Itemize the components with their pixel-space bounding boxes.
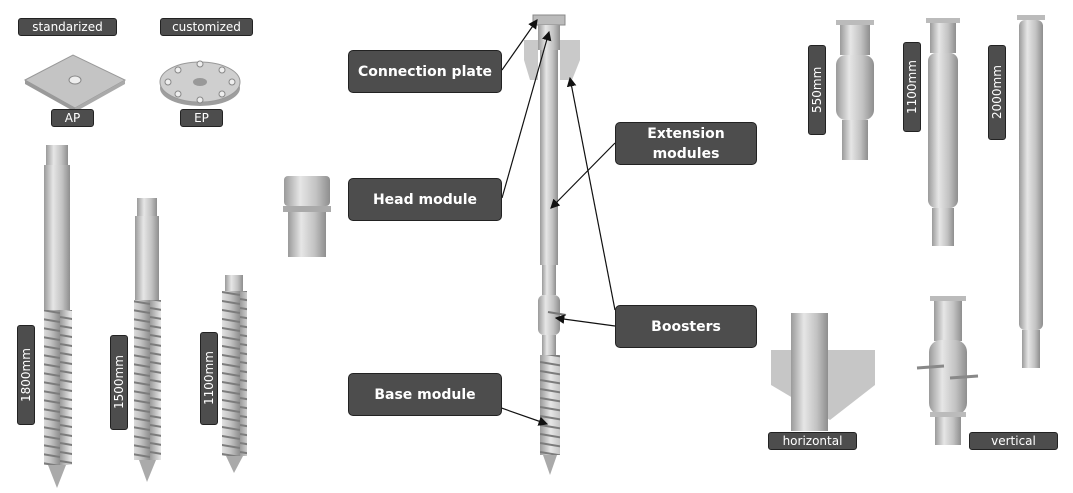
base-module-callout: Base module [348, 373, 502, 416]
screw-1500mm-image [134, 198, 161, 482]
extension-length-label: 2000mm [988, 45, 1006, 140]
screw-length-label: 1500mm [110, 335, 128, 430]
extension-modules-callout: Extension modules [615, 122, 757, 165]
extension-1100mm-image [926, 18, 960, 246]
screw-1800mm-image [44, 145, 72, 488]
ap-plate-image [23, 54, 127, 112]
connection-plate-callout: Connection plate [348, 50, 502, 93]
vertical-booster-image [916, 296, 979, 445]
ep-plate-image [159, 60, 241, 106]
horizontal-booster-label: horizontal [768, 432, 857, 450]
customized-label: customized [160, 18, 253, 36]
ep-label: EP [180, 109, 223, 127]
boosters-callout: Boosters [615, 305, 757, 348]
head-module-callout: Head module [348, 178, 502, 221]
screw-length-label: 1100mm [200, 332, 218, 425]
assembled-pile-image [524, 14, 580, 475]
extension-550mm-image [836, 20, 874, 160]
ap-label: AP [51, 109, 94, 127]
horizontal-booster-image [771, 313, 875, 431]
screw-length-label: 1800mm [17, 325, 35, 425]
extension-2000mm-image [1017, 15, 1045, 368]
extension-length-label: 550mm [808, 45, 826, 135]
extension-length-label: 1100mm [903, 42, 921, 132]
screw-1100mm-image [222, 275, 247, 473]
standardized-label: standarized [18, 18, 117, 36]
vertical-booster-label: vertical [969, 432, 1058, 450]
head-module-image [283, 176, 331, 257]
